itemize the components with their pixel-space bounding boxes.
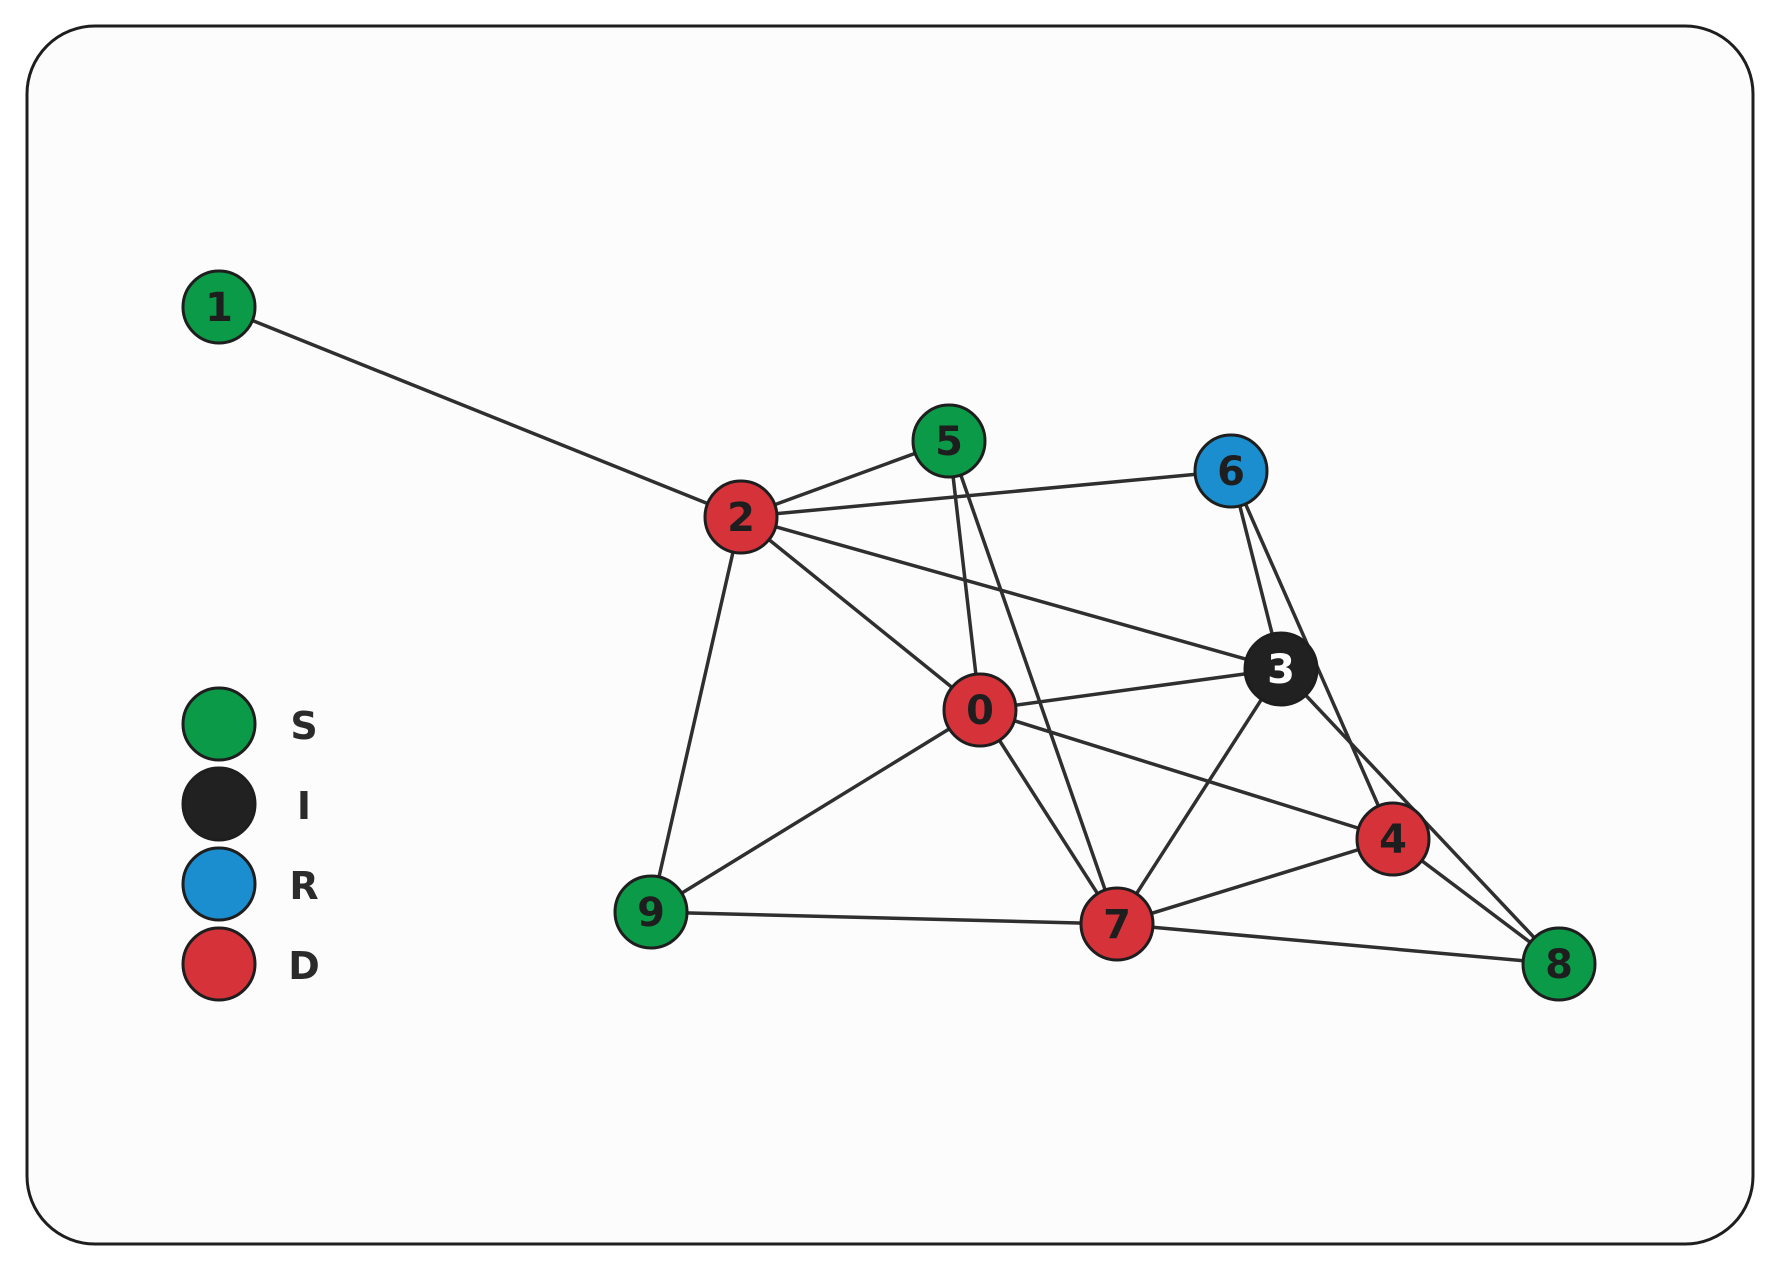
node-3-label: 3 <box>1267 647 1295 693</box>
node-1: 1 <box>181 269 257 345</box>
node-6-label: 6 <box>1217 449 1245 495</box>
nodes-layer: 0 1 2 3 4 5 6 7 8 9 <box>181 269 1597 1002</box>
node-0: 0 <box>942 672 1018 748</box>
edge-2-9 <box>649 516 743 913</box>
node-7: 7 <box>1079 886 1155 962</box>
node-8-circle <box>1521 926 1597 1002</box>
legend-item-R: R <box>181 846 319 922</box>
node-4: 4 <box>1355 801 1431 877</box>
legend-swatch-S <box>181 686 257 762</box>
node-9: 9 <box>613 874 689 950</box>
node-4-label: 4 <box>1379 817 1407 863</box>
edge-3-0 <box>979 667 1282 712</box>
edge-5-0 <box>947 440 982 711</box>
edge-0-4 <box>979 708 1394 841</box>
legend-swatch-I <box>181 766 257 842</box>
node-7-label: 7 <box>1103 902 1131 948</box>
node-5-circle <box>911 403 987 479</box>
node-1-circle <box>181 269 257 345</box>
node-0-label: 0 <box>966 688 994 734</box>
node-9-label: 9 <box>637 890 665 936</box>
node-7-circle <box>1079 886 1155 962</box>
legend-swatch-D <box>181 926 257 1002</box>
node-6: 6 <box>1193 433 1269 509</box>
edge-7-8 <box>1116 922 1560 966</box>
edge-2-3 <box>740 515 1282 671</box>
node-0-circle <box>942 672 1018 748</box>
node-6-circle <box>1193 433 1269 509</box>
node-4-circle <box>1355 801 1431 877</box>
node-8: 8 <box>1521 926 1597 1002</box>
node-2-circle <box>703 479 779 555</box>
legend-item-D: D <box>181 926 320 1002</box>
edge-9-7 <box>650 910 1118 926</box>
edge-5-7 <box>947 440 1119 925</box>
edge-1-2 <box>218 305 742 519</box>
legend-label-R: R <box>289 864 318 908</box>
legend-item-S: S <box>181 686 318 762</box>
edge-7-4 <box>1116 837 1394 926</box>
legend-swatch-R <box>181 846 257 922</box>
legend-item-I: I <box>181 766 311 842</box>
node-5: 5 <box>911 403 987 479</box>
legend-label-S: S <box>290 704 317 748</box>
node-1-label: 1 <box>205 285 233 331</box>
edge-0-9 <box>650 708 981 914</box>
edge-2-6 <box>740 469 1232 519</box>
node-2-label: 2 <box>727 495 755 541</box>
node-9-circle <box>613 874 689 950</box>
node-5-label: 5 <box>935 419 963 465</box>
legend-label-D: D <box>288 944 320 988</box>
node-2: 2 <box>703 479 779 555</box>
node-8-label: 8 <box>1545 942 1573 988</box>
node-3: 3 <box>1243 631 1319 707</box>
edge-0-7 <box>978 709 1119 925</box>
edge-3-7 <box>1115 668 1283 925</box>
legend-label-I: I <box>297 784 311 828</box>
edge-2-0 <box>739 515 982 712</box>
node-3-circle <box>1243 631 1319 707</box>
diagram-panel <box>25 24 1755 1246</box>
